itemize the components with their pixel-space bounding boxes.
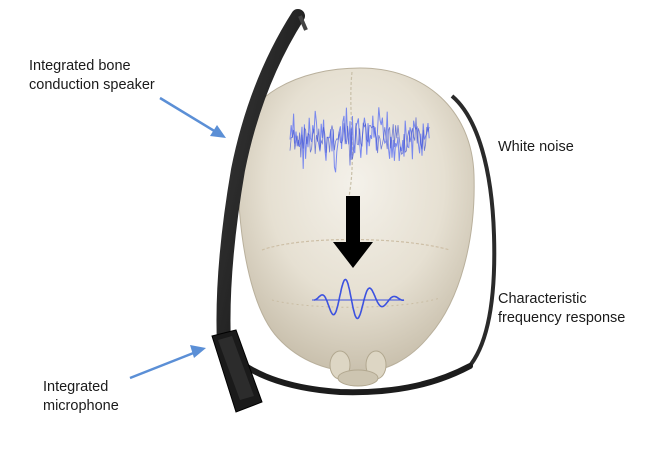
frequency-response-label: Characteristic frequency response [498,290,625,328]
bone-conduction-speaker-label: Integrated bone conduction speaker [29,57,155,95]
microphone-pointer-arrow [129,345,206,380]
speaker-pointer-arrow [159,96,226,138]
white-noise-label: White noise [498,139,574,155]
down-arrow-icon [333,196,373,268]
white-noise-waveform [289,107,430,173]
speaker-label-line-2: conduction speaker [29,77,155,93]
microphone-label-line-1: Integrated [43,379,109,395]
response-label-line-1: Characteristic [498,291,587,307]
response-label-line-2: frequency response [498,310,626,326]
frequency-response-waveform [312,278,405,320]
microphone-label-line-2: microphone [43,398,119,414]
microphone-label: Integrated microphone [43,378,119,416]
speaker-label-line-1: Integrated bone [29,58,131,74]
glasses-right-arm [450,94,497,370]
microphone-housing [211,329,263,413]
